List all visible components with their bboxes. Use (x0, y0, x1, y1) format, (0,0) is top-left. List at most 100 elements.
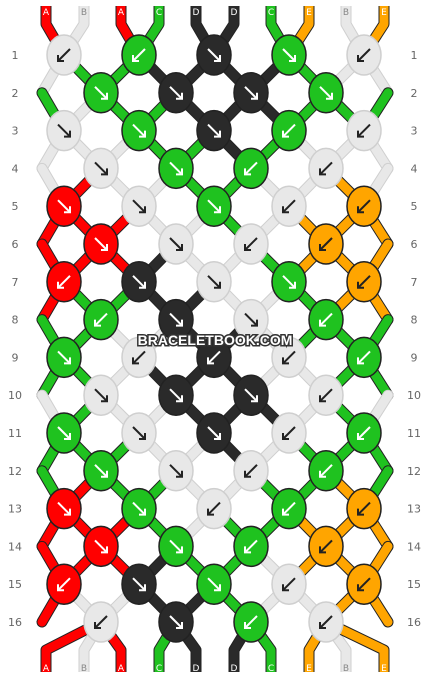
knot (271, 487, 307, 530)
top-strand-letter: D (231, 8, 238, 18)
row-number-right: 7 (411, 276, 418, 289)
knot (233, 72, 269, 114)
knot (46, 336, 82, 379)
arrow-shaft (357, 275, 371, 289)
arrow-shaft (169, 388, 183, 402)
knot (271, 412, 307, 454)
arrow-down-right-icon (176, 168, 183, 176)
arrow-down-left-icon (132, 55, 139, 62)
arrow-shaft (207, 501, 221, 516)
arrow-shaft (169, 464, 183, 478)
arrow-down-left-icon (282, 357, 289, 365)
bottom-strand-letter: A (118, 664, 125, 674)
arrow-shaft (207, 426, 221, 440)
row-number-right: 3 (411, 125, 418, 138)
row-number-left: 8 (12, 314, 19, 327)
arrow-down-right-icon (289, 55, 296, 62)
arrow-down-right-icon (176, 470, 183, 478)
knot (83, 223, 119, 265)
arrow-down-right-icon (101, 92, 108, 100)
row-number-left: 12 (8, 465, 22, 478)
arrow-shaft (282, 48, 296, 62)
row-number-right: 9 (411, 351, 418, 364)
knot (346, 336, 382, 379)
knot (346, 185, 382, 227)
arrow-shaft (132, 199, 146, 213)
knot (346, 563, 382, 605)
arrow-down-left-icon (319, 546, 326, 554)
top-strand-letter: C (156, 8, 162, 18)
knot (346, 34, 382, 76)
arrow-shaft (94, 464, 108, 478)
knot (196, 185, 232, 227)
arrow-shaft (169, 161, 183, 176)
top-strand-letter: E (306, 8, 312, 18)
arrow-shaft (207, 199, 221, 213)
top-strand-letter: A (43, 8, 50, 18)
arrow-down-right-icon (139, 508, 146, 516)
row-number-left: 16 (8, 616, 22, 629)
row-number-left: 5 (12, 200, 19, 213)
knot (271, 261, 307, 303)
arrow-down-right-icon (101, 395, 108, 403)
knot (233, 525, 269, 568)
top-strand-letter: C (268, 8, 274, 18)
knot (233, 450, 269, 492)
arrow-down-left-icon (207, 508, 214, 516)
arrow-shaft (282, 275, 296, 289)
arrow-down-right-icon (139, 433, 146, 440)
arrow-shaft (319, 86, 333, 100)
knot (233, 601, 269, 643)
knot (158, 374, 194, 416)
arrow-down-right-icon (214, 584, 221, 592)
arrow-shaft (57, 350, 71, 365)
arrow-shaft (282, 350, 296, 365)
arrow-shaft (244, 388, 258, 402)
knot (46, 34, 82, 76)
arrow-shaft (319, 312, 333, 327)
knot (308, 147, 344, 190)
arrow-down-right-icon (214, 433, 221, 440)
knot (346, 261, 382, 303)
arrow-shaft (57, 123, 71, 138)
row-number-left: 15 (8, 578, 22, 591)
arrow-shaft (94, 615, 108, 629)
arrow-down-right-icon (64, 508, 71, 516)
bottom-strand-letter: C (156, 664, 162, 674)
arrow-shaft (132, 501, 146, 516)
arrow-shaft (94, 86, 108, 100)
knot (83, 72, 119, 114)
arrow-shaft (57, 577, 71, 591)
arrow-down-left-icon (282, 130, 289, 138)
bottom-strand (41, 617, 104, 672)
knot (271, 563, 307, 605)
knot (196, 109, 232, 152)
arrow-shaft (132, 48, 146, 62)
bottom-strand-letter: D (231, 664, 238, 674)
knot (121, 336, 157, 379)
arrow-down-left-icon (357, 433, 364, 440)
knot (83, 525, 119, 568)
arrow-shaft (357, 577, 371, 591)
row-number-left: 11 (8, 427, 22, 440)
knot (196, 34, 232, 76)
arrow-shaft (244, 161, 258, 176)
bottom-strand-letter: B (343, 664, 349, 674)
knot (121, 412, 157, 454)
knot (233, 374, 269, 416)
knot (271, 336, 307, 379)
row-number-right: 10 (407, 389, 421, 402)
arrow-shaft (132, 577, 146, 591)
arrow-down-right-icon (101, 546, 108, 554)
arrow-down-left-icon (282, 433, 289, 440)
row-number-right: 8 (411, 314, 418, 327)
top-strand-letter: E (381, 8, 387, 18)
arrow-shaft (57, 199, 71, 213)
arrow-down-right-icon (176, 546, 183, 554)
row-number-left: 9 (12, 351, 19, 364)
row-number-right: 2 (411, 87, 418, 100)
arrow-down-left-icon (244, 168, 251, 176)
arrow-shaft (282, 577, 296, 591)
row-number-left: 14 (8, 540, 22, 553)
knot (233, 147, 269, 190)
